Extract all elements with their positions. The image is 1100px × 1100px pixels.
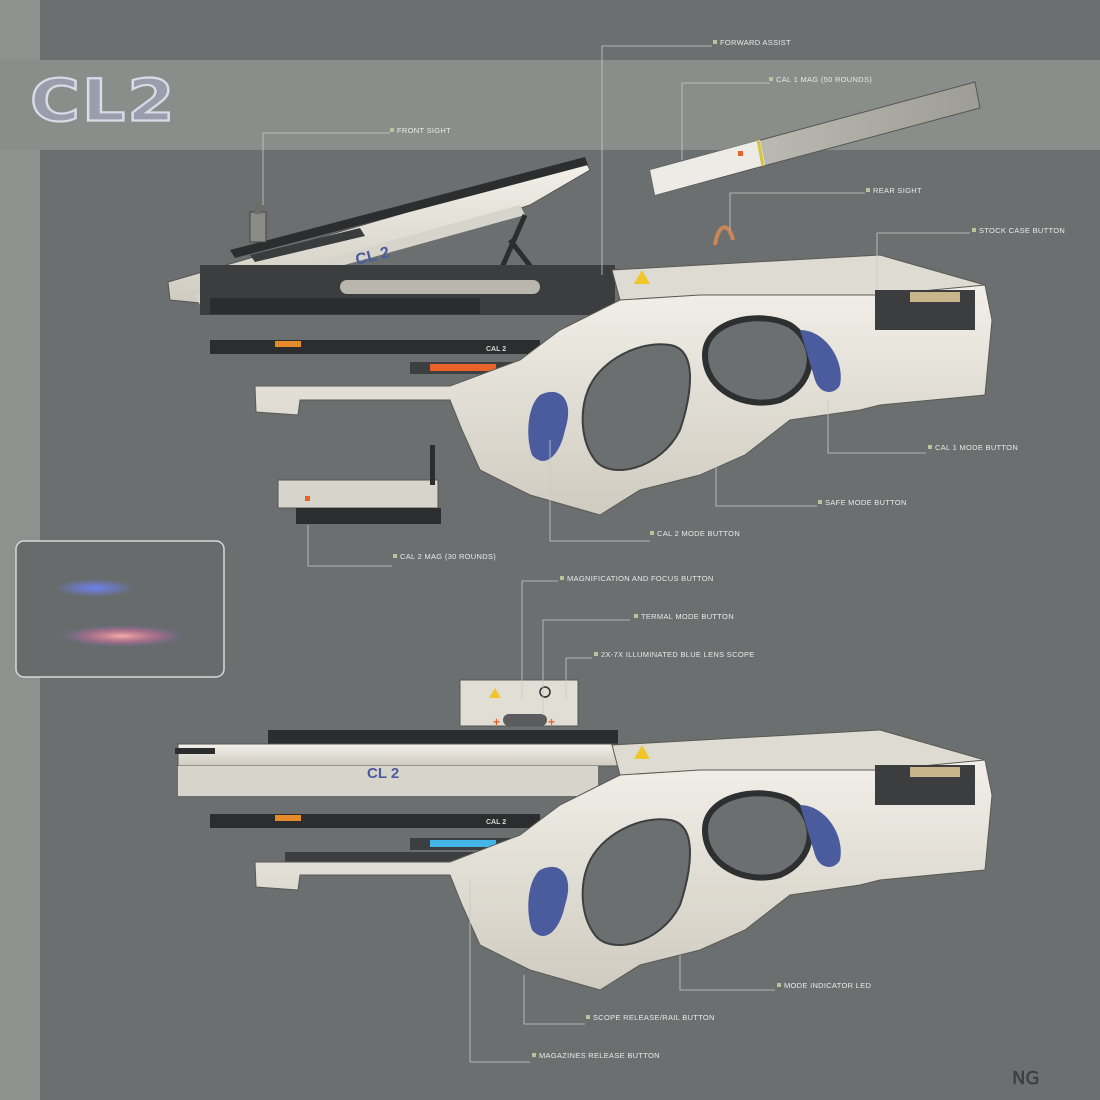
artist-signature: NG [1012, 1068, 1039, 1089]
callout-cal1-mode-button: CAL 1 MODE BUTTON [928, 443, 1018, 452]
callout-cal2-mag: CAL 2 MAG (30 ROUNDS) [393, 552, 496, 561]
callout-stock-case-button: STOCK CASE BUTTON [972, 226, 1065, 235]
front-sight [249, 200, 267, 243]
callout-safe-mode-button: SAFE MODE BUTTON [818, 498, 907, 507]
svg-text:CAL 2: CAL 2 [486, 346, 506, 353]
callout-magazines-release-button: MAGAZINES RELEASE BUTTON [532, 1051, 660, 1060]
callout-magnification-focus-button: MAGNIFICATION AND FOCUS BUTTON [560, 574, 714, 583]
callout-rear-sight: REAR SIGHT [866, 186, 922, 195]
barrel-marking: CL 2 [367, 765, 399, 782]
barrel: CL 2 [175, 743, 619, 796]
rifle-assembled-view: + + CL 2 CAL 2 [175, 679, 993, 991]
rifle-exploded-view: CL 2 CAL 2 [167, 81, 993, 524]
warning-triangle [634, 270, 650, 284]
callout-cal1-mag: CAL 1 MAG (50 ROUNDS) [769, 75, 872, 84]
callout-scope-release-button: SCOPE RELEASE/RAIL BUTTON [586, 1013, 715, 1022]
callout-lines [262, 45, 970, 1063]
scope: + + [459, 679, 579, 729]
lens-glow-swatch [15, 540, 225, 678]
svg-text:CAL 2: CAL 2 [486, 819, 506, 826]
callout-termal-mode-button: TERMAL MODE BUTTON [634, 612, 734, 621]
callout-forward-assist: FORWARD ASSIST [713, 38, 791, 47]
callout-cal2-mode-button: CAL 2 MODE BUTTON [650, 529, 740, 538]
svg-text:+: + [493, 715, 500, 729]
cal2-magazine [277, 445, 441, 524]
svg-text:CL2: CL2 [30, 67, 177, 135]
callout-mode-indicator-led: MODE INDICATOR LED [777, 981, 871, 990]
callout-scope: 2X-7X ILLUMINATED BLUE LENS SCOPE [594, 650, 755, 659]
cal1-magazine [649, 81, 981, 196]
cl2-logo: CL2 [29, 66, 177, 136]
rifle-body [254, 225, 993, 516]
rifle-body-2 [254, 729, 993, 991]
warning-triangle-2 [634, 745, 650, 759]
callout-front-sight: FRONT SIGHT [390, 126, 451, 135]
svg-text:+: + [548, 715, 555, 729]
